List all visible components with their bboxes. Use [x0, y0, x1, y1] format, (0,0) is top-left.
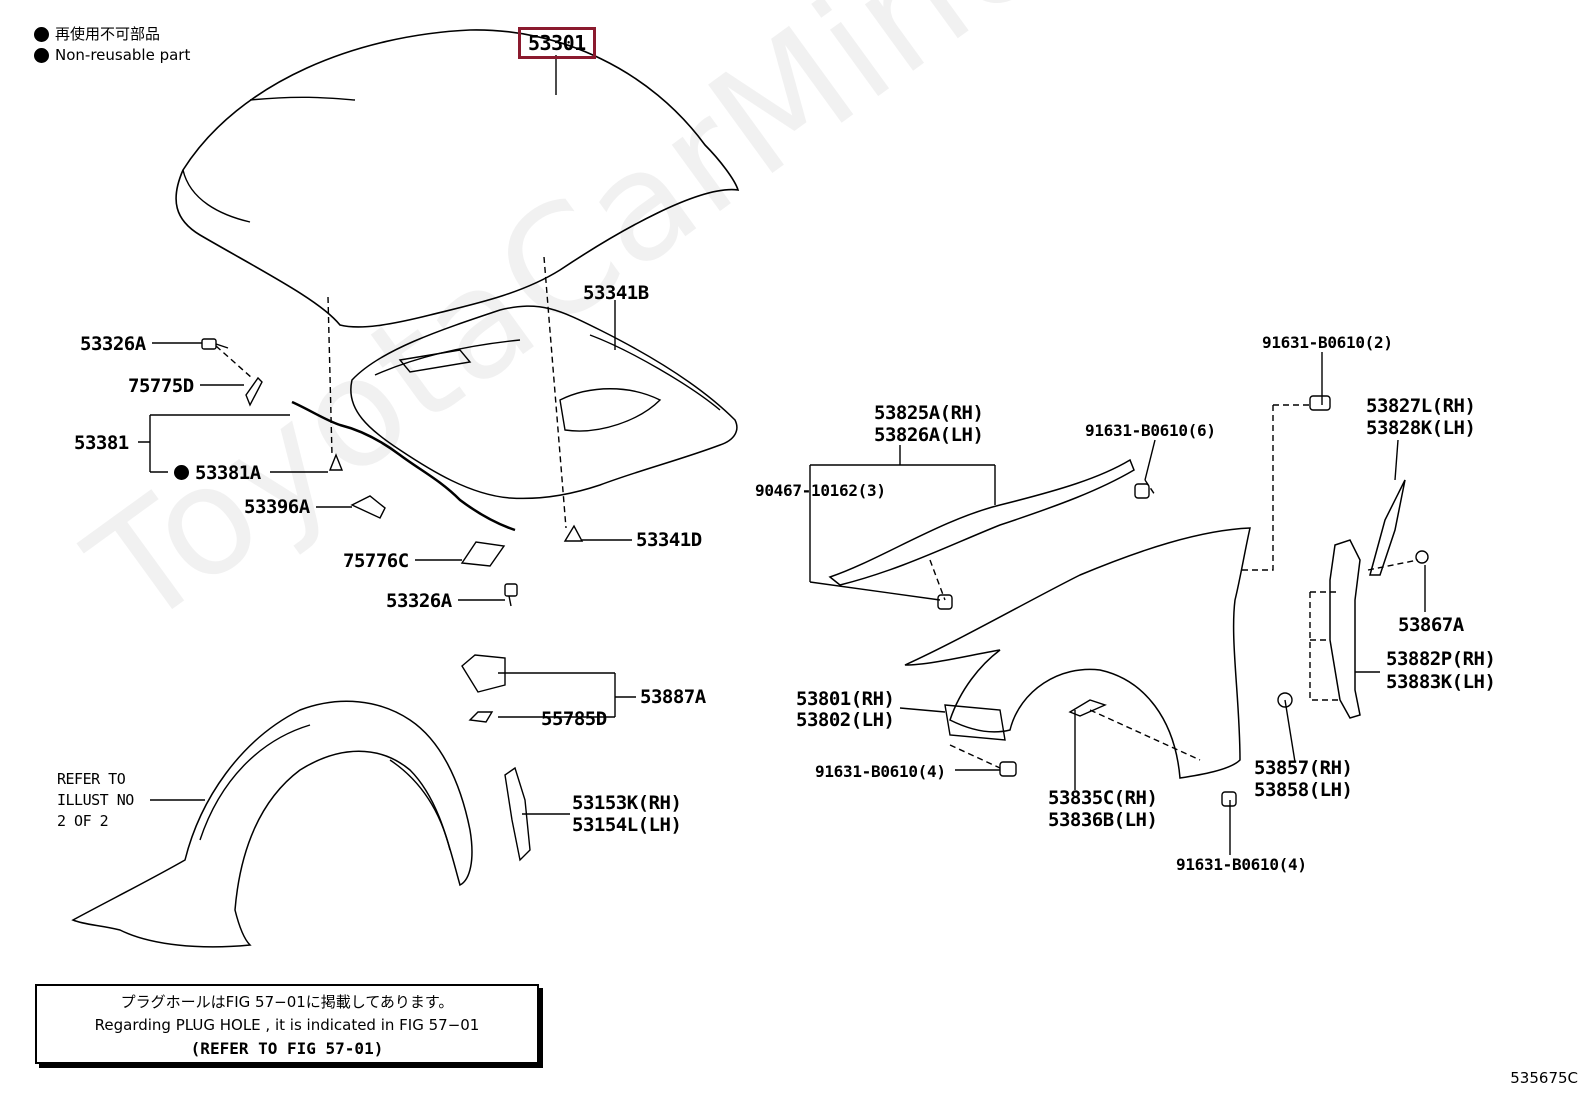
hood-part[interactable] [175, 29, 740, 328]
label-53882P[interactable]: 53882P(RH) [1386, 648, 1496, 670]
label-53326A-bottom[interactable]: 53326A [386, 590, 452, 612]
bolt-91631-front[interactable] [999, 761, 1017, 777]
insulator-53887A[interactable] [461, 654, 506, 693]
note-jp: プラグホールはFIG 57−01に掲載してあります。 [120, 993, 454, 1011]
figure-number: 535675C [1510, 1069, 1578, 1087]
label-53835C[interactable]: 53835C(RH) [1048, 787, 1158, 809]
seal-53153K[interactable] [504, 766, 531, 862]
fender-part[interactable] [904, 527, 1251, 779]
legend: 再使用不可部品 Non-reusable part [34, 24, 190, 66]
label-53825A[interactable]: 53825A(RH) [874, 402, 984, 424]
label-53341D[interactable]: 53341D [636, 529, 702, 551]
label-90467[interactable]: 90467-10162(3) [755, 481, 886, 500]
cushion-53396A[interactable] [350, 495, 386, 519]
label-53887A[interactable]: 53887A [640, 686, 706, 708]
label-53801[interactable]: 53801(RH) [796, 688, 895, 710]
fender-seal-rear-part[interactable] [1369, 479, 1406, 576]
bullet-icon [34, 48, 49, 63]
hood-seal-part[interactable] [291, 400, 516, 532]
clip-53867A[interactable] [1415, 550, 1429, 564]
bolt-91631-rear[interactable] [1221, 791, 1237, 807]
label-53867A[interactable]: 53867A [1398, 614, 1464, 636]
label-53301[interactable]: 53301 [528, 31, 586, 55]
legend-jp: 再使用不可部品 [55, 25, 161, 43]
label-91631-2[interactable]: 91631-B0610(2) [1262, 333, 1393, 352]
label-53153K[interactable]: 53153K(RH) [572, 792, 682, 814]
clip-53326A-bottom[interactable] [504, 583, 518, 607]
clip-53381A[interactable] [328, 453, 344, 471]
label-53341B[interactable]: 53341B [583, 282, 649, 304]
label-53154L[interactable]: 53154L(LH) [572, 814, 682, 836]
label-55785D[interactable]: 55785D [541, 708, 607, 730]
label-53836B[interactable]: 53836B(LH) [1048, 809, 1158, 831]
label-53802[interactable]: 53802(LH) [796, 709, 895, 731]
label-53326A-top[interactable]: 53326A [80, 333, 146, 355]
label-53827L[interactable]: 53827L(RH) [1366, 395, 1476, 417]
note-refer: (REFER TO FIG 57-01) [190, 1039, 384, 1058]
non-reusable-marker [174, 465, 189, 480]
label-75775D[interactable]: 75775D [128, 375, 194, 397]
bolt-91631-mid[interactable] [1134, 483, 1150, 499]
label-53381[interactable]: 53381 [74, 432, 129, 454]
note-en: Regarding PLUG HOLE , it is indicated in… [94, 1016, 480, 1034]
label-53883K[interactable]: 53883K(LH) [1386, 671, 1496, 693]
clip-53341D[interactable] [563, 524, 584, 542]
fender-liner-part[interactable] [71, 700, 473, 948]
cushion-55785D[interactable] [468, 711, 494, 723]
label-53857[interactable]: 53857(RH) [1254, 757, 1353, 779]
label-53826A[interactable]: 53826A(LH) [874, 424, 984, 446]
label-53396A[interactable]: 53396A [244, 496, 310, 518]
bullet-icon [34, 27, 49, 42]
highlight-frame [518, 27, 596, 59]
refer-line-1: REFER TO [57, 770, 126, 788]
label-91631-4b[interactable]: 91631-B0610(4) [1176, 855, 1307, 874]
plug-hole-note: プラグホールはFIG 57−01に掲載してあります。 Regarding PLU… [35, 984, 539, 1064]
screw-90467[interactable] [937, 594, 953, 610]
cushion-75775D[interactable] [245, 376, 263, 407]
fender-seal-part[interactable] [828, 458, 1135, 586]
label-75776C[interactable]: 75776C [343, 550, 409, 572]
label-91631-4a[interactable]: 91631-B0610(4) [815, 762, 946, 781]
label-53828K[interactable]: 53828K(LH) [1366, 417, 1476, 439]
legend-en: Non-reusable part [55, 46, 191, 64]
pad-53835C[interactable] [1068, 699, 1107, 717]
hood-insulator-part[interactable] [350, 305, 738, 500]
clip-53326A-top[interactable] [201, 338, 229, 350]
label-91631-6[interactable]: 91631-B0610(6) [1085, 421, 1216, 440]
refer-line-3: 2 OF 2 [57, 812, 109, 830]
label-53381A[interactable]: 53381A [195, 462, 261, 484]
refer-line-2: ILLUST NO [57, 791, 134, 809]
label-53858[interactable]: 53858(LH) [1254, 779, 1353, 801]
fender-bracket-part[interactable] [1329, 539, 1361, 719]
clip-53857[interactable] [1277, 692, 1293, 708]
bolt-91631-top[interactable] [1309, 395, 1331, 411]
cushion-75776C[interactable] [460, 541, 506, 567]
